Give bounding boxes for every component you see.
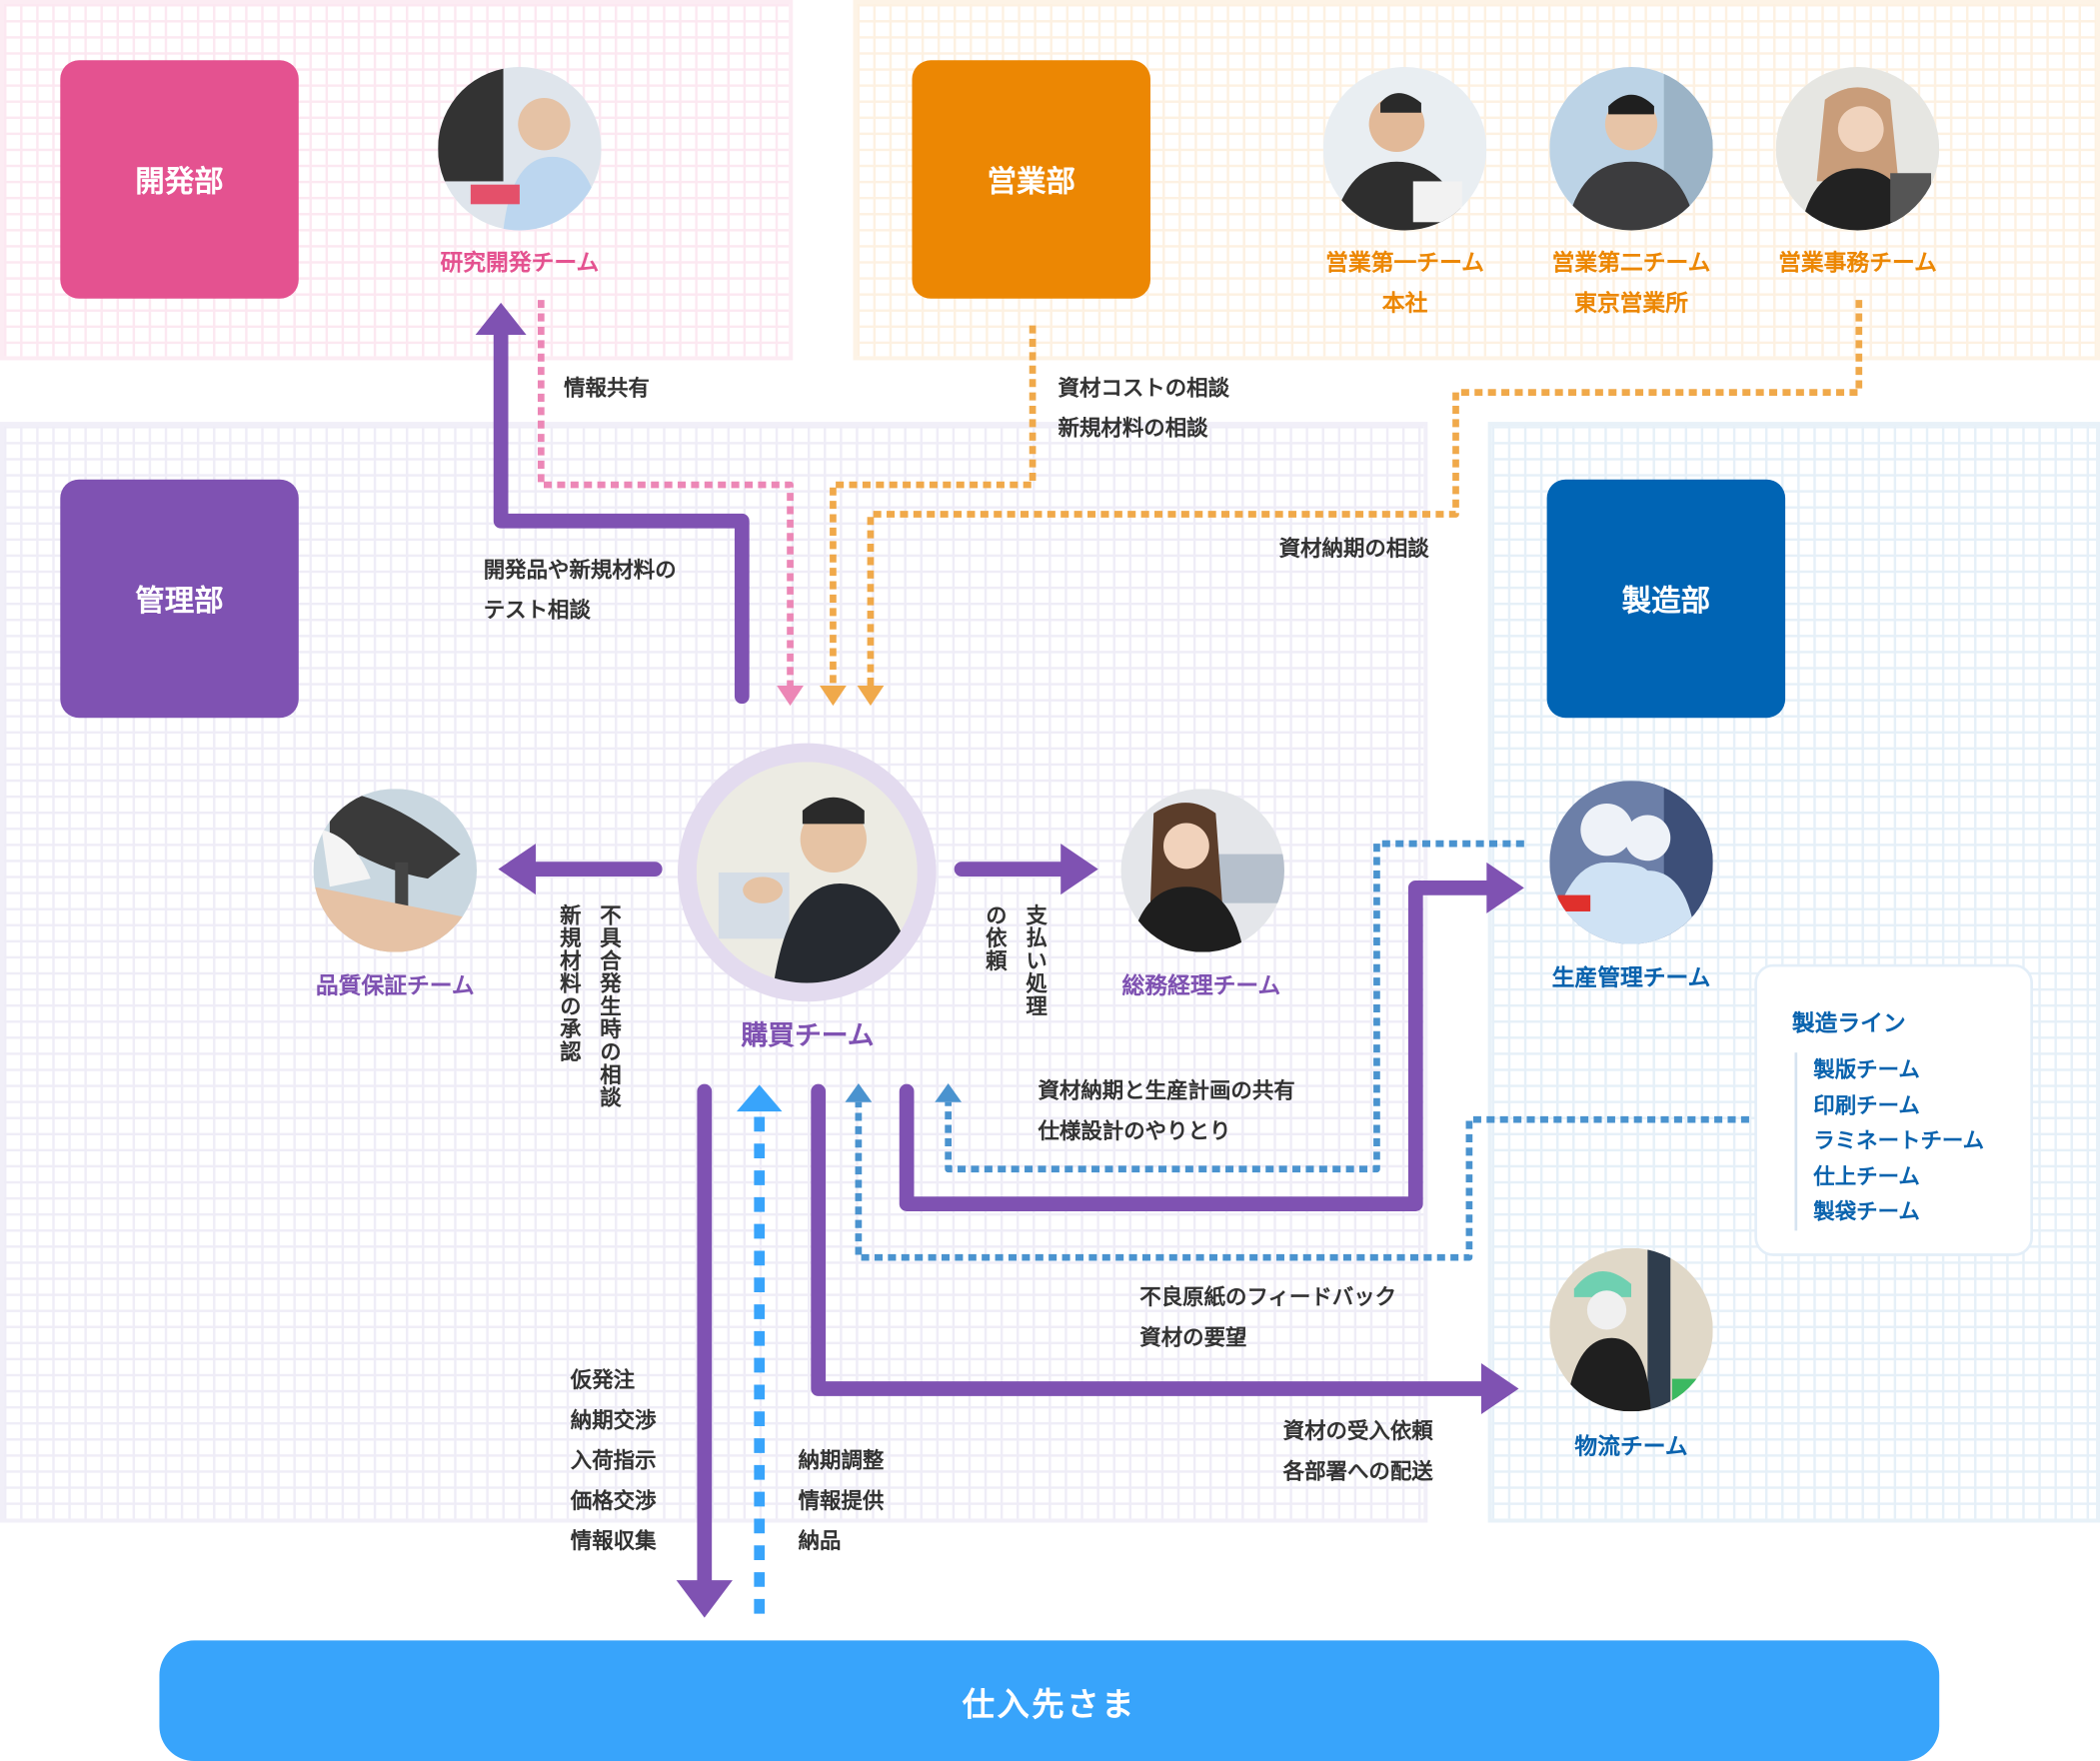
dept-development-label: 開発部 xyxy=(135,166,224,200)
note-material-cost: 資材コストの相談 新規材料の相談 xyxy=(1058,368,1230,448)
dept-manufacturing-label: 製造部 xyxy=(1621,585,1711,620)
quality-team-photo xyxy=(313,789,478,952)
sales2-team-photo xyxy=(1549,66,1713,231)
sales-office-team-photo xyxy=(1775,66,1940,231)
note-delivery-consult: 資材納期の相談 xyxy=(1278,535,1429,562)
note-line: 資材コストの相談 xyxy=(1057,375,1230,401)
manufacturing-line-list: 製版チーム 印刷チーム ラミネートチーム 仕上チーム 製袋チーム xyxy=(1794,1052,1984,1230)
rnd-team-photo xyxy=(438,66,602,231)
note-info-share: 情報共有 xyxy=(564,375,650,401)
note-line: 新規材料の相談 xyxy=(1057,415,1208,441)
dept-sales: 営業部 xyxy=(912,60,1150,299)
note-quality-consult: 不具合発生時の相談新規材料の承認 xyxy=(548,903,628,1108)
logistics-team-photo xyxy=(1549,1247,1713,1412)
note-line: 情報収集 xyxy=(570,1527,657,1554)
line-team-item: 印刷チーム xyxy=(1813,1091,1920,1118)
note-line: 仕様設計のやりとり xyxy=(1038,1117,1231,1144)
note-line: 情報提供 xyxy=(798,1487,885,1514)
dept-admin: 管理部 xyxy=(60,479,299,719)
dept-manufacturing: 製造部 xyxy=(1546,479,1786,719)
manufacturing-line-title: 製造ライン xyxy=(1791,1010,1906,1038)
sales1-team-photo xyxy=(1322,66,1487,231)
purchasing-team-photo xyxy=(677,743,937,1002)
arrowhead-supplier xyxy=(676,1580,733,1618)
line-team-item: 製版チーム xyxy=(1813,1056,1920,1082)
rnd-team-label: 研究開発チーム xyxy=(440,250,600,278)
note-line: 新規材料の承認 xyxy=(556,903,582,1063)
dept-sales-label: 営業部 xyxy=(987,166,1075,200)
note-line: 価格交渉 xyxy=(570,1487,657,1514)
note-payment-request: 支払い処理の依頼 xyxy=(974,903,1053,1017)
note-line: 不具合発生時の相談 xyxy=(596,903,622,1109)
note-line: 資材納期と生産計画の共有 xyxy=(1038,1077,1295,1104)
purchasing-team-label: 購買チーム xyxy=(741,1018,875,1051)
logistics-team-label: 物流チーム xyxy=(1574,1434,1688,1461)
note-line: 納期調整 xyxy=(798,1447,885,1473)
production-control-team-label: 生産管理チーム xyxy=(1551,965,1711,992)
line-team-item: 仕上チーム xyxy=(1813,1162,1920,1189)
note-line: 入荷指示 xyxy=(570,1447,657,1473)
note-feedback: 不良原紙のフィードバック 資材の要望 xyxy=(1139,1277,1396,1357)
line-team-item: ラミネートチーム xyxy=(1813,1127,1985,1153)
note-from-supplier: 納期調整 情報提供 納品 xyxy=(799,1441,885,1562)
note-to-supplier: 仮発注 納期交渉 入荷指示 価格交渉 情報収集 xyxy=(571,1360,657,1561)
supplier-bar: 仕入先さま xyxy=(159,1640,1940,1761)
note-line: の依頼 xyxy=(982,903,1008,972)
note-line: 資材の受入依頼 xyxy=(1282,1417,1433,1444)
line-team-item: 製袋チーム xyxy=(1813,1198,1920,1224)
sales1-team-label: 営業第一チーム 本社 xyxy=(1284,244,1525,324)
sales2-team-location: 東京営業所 xyxy=(1574,290,1688,318)
sales2-team-label: 営業第二チーム 東京営業所 xyxy=(1510,244,1751,324)
dept-development: 開発部 xyxy=(60,60,299,299)
sales2-team-name: 営業第二チーム xyxy=(1551,250,1711,278)
accounting-team-label: 総務経理チーム xyxy=(1121,973,1281,1000)
note-test-consult: 開発品や新規材料の テスト相談 xyxy=(484,551,677,631)
note-logistics-request: 資材の受入依頼 各部署への配送 xyxy=(1283,1411,1433,1491)
note-line: 支払い処理 xyxy=(1022,903,1048,1018)
sales1-team-location: 本社 xyxy=(1381,290,1428,318)
note-line: 納品 xyxy=(798,1527,842,1554)
note-line: 納期交渉 xyxy=(570,1407,657,1433)
supplier-label: 仕入先さま xyxy=(962,1685,1136,1723)
manufacturing-line-box: 製造ライン 製版チーム 印刷チーム ラミネートチーム 仕上チーム 製袋チーム xyxy=(1754,963,2033,1256)
note-line: テスト相談 xyxy=(483,597,591,624)
note-production-share: 資材納期と生産計画の共有 仕様設計のやりとり xyxy=(1038,1071,1294,1151)
note-line: 各部署への配送 xyxy=(1282,1458,1433,1484)
production-control-team-photo xyxy=(1549,781,1713,944)
sales1-team-name: 営業第一チーム xyxy=(1325,250,1484,278)
quality-team-label: 品質保証チーム xyxy=(315,973,475,1000)
dept-admin-label: 管理部 xyxy=(135,585,224,620)
note-line: 開発品や新規材料の xyxy=(483,557,677,583)
sales-office-team-label: 営業事務チーム xyxy=(1778,250,1937,278)
note-line: 仮発注 xyxy=(570,1367,636,1393)
accounting-team-photo xyxy=(1120,789,1284,952)
note-line: 資材の要望 xyxy=(1139,1324,1247,1350)
note-line: 不良原紙のフィードバック xyxy=(1139,1283,1397,1310)
